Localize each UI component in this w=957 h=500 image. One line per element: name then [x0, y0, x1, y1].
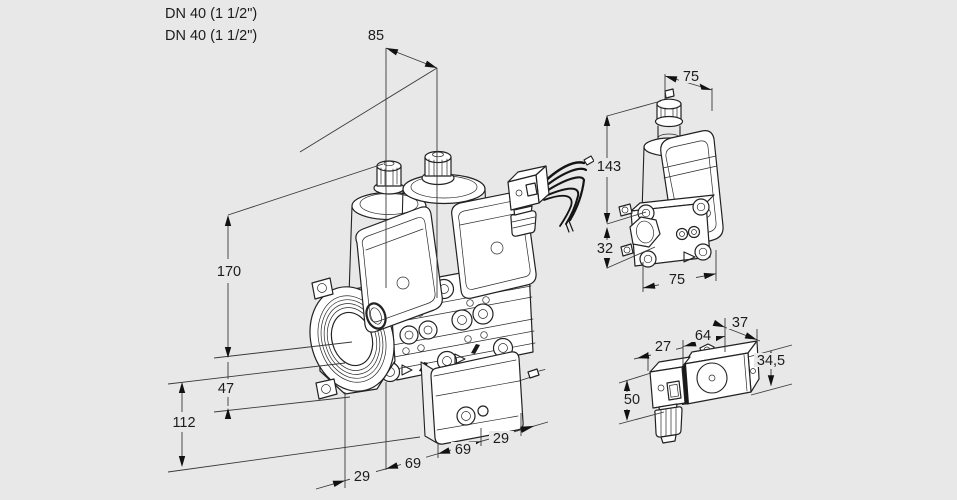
flow-arrow-marks — [401, 344, 480, 376]
dim-29-left-label: 29 — [354, 469, 370, 485]
port-size-label-1: DN 40 (1 1/2") — [165, 6, 257, 22]
pressure-switch-dimensions: 27 64 37 34,5 50 — [618, 314, 793, 425]
actuator-box — [420, 351, 546, 445]
dim-85-label: 85 — [368, 28, 384, 44]
dim-34-5-label: 34,5 — [757, 353, 785, 369]
port-size-label-2: DN 40 (1 1/2") — [165, 28, 257, 44]
right-solenoid — [400, 150, 489, 265]
side-valve-dimensions: 75 143 32 75 — [593, 69, 717, 292]
dim-75-top-label: 75 — [683, 69, 699, 85]
dim-37-label: 37 — [732, 315, 748, 331]
left-solenoid-panel — [355, 206, 443, 333]
dim-112-label: 112 — [172, 415, 195, 431]
pressure-switch-drawing: 27 64 37 34,5 50 — [618, 314, 793, 444]
dim-27-label: 27 — [655, 339, 671, 355]
dim-64-label: 64 — [695, 328, 711, 344]
dim-29-right-label: 29 — [493, 431, 509, 447]
dim-50-label: 50 — [624, 392, 640, 408]
cable-gland — [654, 406, 683, 438]
main-valve-dimensions: 85 170 47 112 29 69 69 29 — [166, 28, 549, 490]
side-valve-drawing: 75 143 32 75 — [593, 69, 724, 292]
dim-75-bottom-label: 75 — [669, 272, 685, 288]
plug-connector — [507, 165, 550, 237]
dim-69-second-label: 69 — [455, 442, 471, 458]
main-valve-drawing — [309, 150, 546, 445]
cable-connector-assembly — [507, 155, 595, 237]
port-size-labels: DN 40 (1 1/2") DN 40 (1 1/2") — [165, 6, 257, 44]
dim-143-label: 143 — [597, 159, 621, 175]
dim-69-first-label: 69 — [405, 456, 421, 472]
dim-47-label: 47 — [218, 381, 234, 397]
dim-170-label: 170 — [217, 264, 241, 280]
hex-plug — [629, 216, 661, 248]
dim-32-label: 32 — [597, 241, 613, 257]
